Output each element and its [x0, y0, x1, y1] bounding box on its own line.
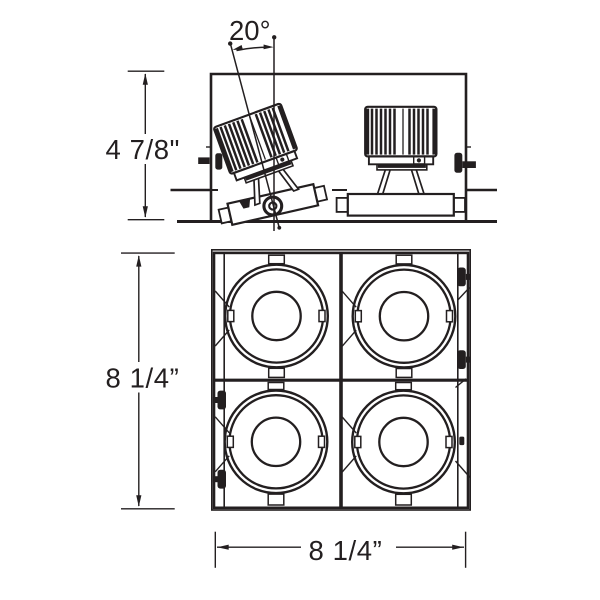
svg-text:4 7/8": 4 7/8" [106, 134, 181, 165]
svg-text:8 1/4”: 8 1/4” [309, 535, 383, 566]
svg-text:8 1/4”: 8 1/4” [106, 363, 180, 394]
svg-text:20°: 20° [229, 15, 271, 46]
